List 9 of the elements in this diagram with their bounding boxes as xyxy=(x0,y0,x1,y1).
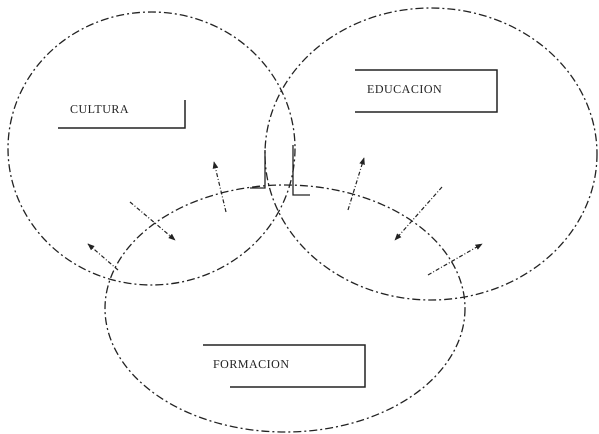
region-label: CULTURA xyxy=(70,102,130,117)
arrow xyxy=(428,243,483,276)
arrow xyxy=(394,186,442,241)
arrow xyxy=(212,161,227,212)
arrow xyxy=(347,157,365,210)
arrow xyxy=(130,202,176,240)
region-label: EDUCACION xyxy=(367,82,442,97)
arrow xyxy=(87,244,118,270)
region-label: FORMACION xyxy=(213,357,290,372)
